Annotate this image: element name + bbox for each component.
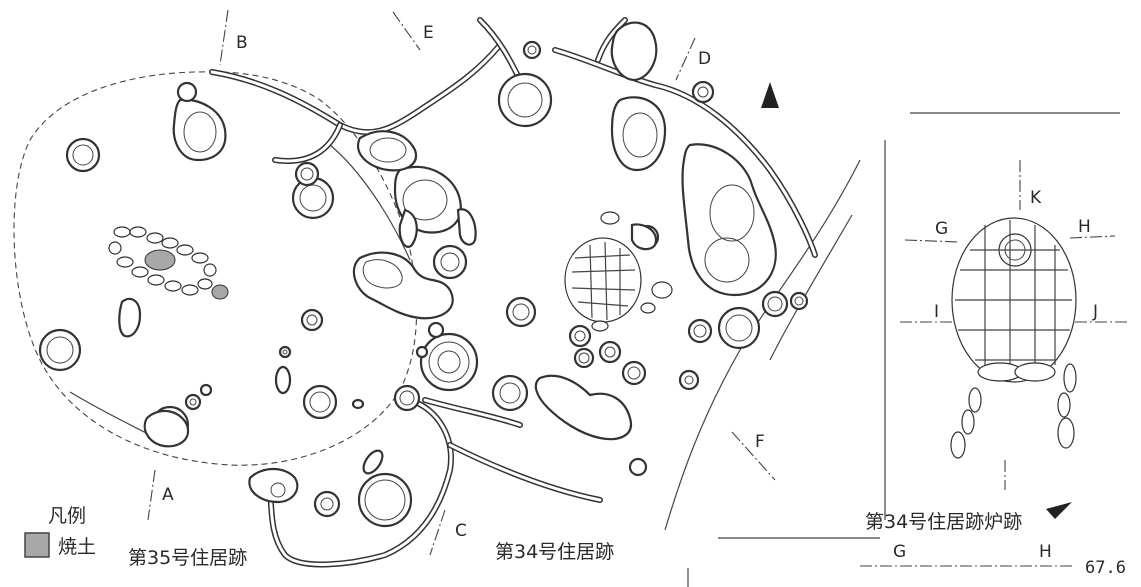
pit bbox=[199, 383, 213, 397]
hearth-detail bbox=[900, 160, 1130, 490]
pit bbox=[621, 360, 647, 386]
label-b: B bbox=[236, 33, 248, 53]
pit bbox=[302, 384, 338, 420]
pit bbox=[278, 345, 292, 359]
section-line-d bbox=[675, 37, 696, 81]
caption-hearth34: 第34号住居跡炉跡 bbox=[865, 511, 1022, 533]
pit bbox=[497, 72, 553, 128]
pit bbox=[351, 398, 365, 410]
pit bbox=[313, 490, 341, 518]
burnt-soil-patch bbox=[211, 284, 229, 300]
pit bbox=[432, 244, 468, 280]
terrace-line-2 bbox=[769, 214, 853, 361]
pit bbox=[628, 457, 648, 477]
ditch-south bbox=[267, 397, 603, 568]
legend-swatch-burnt-soil bbox=[24, 532, 50, 558]
label-h: H bbox=[1078, 217, 1091, 237]
label-k: K bbox=[1030, 188, 1042, 208]
pit bbox=[415, 345, 429, 359]
label-e: E bbox=[423, 23, 434, 43]
house34-hearth-stones bbox=[564, 211, 673, 332]
pit bbox=[427, 321, 445, 339]
pit bbox=[38, 328, 82, 372]
pit bbox=[505, 296, 537, 328]
pit bbox=[357, 472, 413, 528]
legend: 凡例 焼土 bbox=[24, 505, 96, 558]
compound-pits bbox=[118, 21, 777, 504]
terrace-line-1 bbox=[664, 159, 861, 531]
pit bbox=[393, 384, 421, 412]
label-g: G bbox=[935, 219, 948, 239]
section-line-a bbox=[147, 469, 156, 521]
hearth-north-arrow-icon bbox=[1046, 502, 1072, 519]
legend-title: 凡例 bbox=[48, 505, 86, 527]
pit bbox=[522, 40, 542, 60]
house35-hearth bbox=[108, 226, 229, 300]
ditch-northeast bbox=[552, 17, 818, 258]
pit bbox=[573, 347, 595, 369]
label-a: A bbox=[162, 485, 174, 505]
pit bbox=[362, 449, 384, 475]
label-g-section: G bbox=[893, 542, 906, 562]
section-line-c bbox=[429, 509, 446, 556]
section-line-b bbox=[219, 9, 229, 66]
pit bbox=[717, 306, 761, 350]
pit bbox=[568, 324, 592, 348]
legend-item-burnt-soil: 焼土 bbox=[58, 536, 96, 558]
label-j: J bbox=[1092, 302, 1098, 322]
pit bbox=[274, 365, 292, 395]
label-c: C bbox=[455, 521, 467, 541]
pit bbox=[687, 318, 713, 344]
pit bbox=[184, 393, 202, 411]
section-line-f bbox=[731, 431, 776, 481]
pit bbox=[300, 308, 324, 332]
caption-house35: 第35号住居跡 bbox=[128, 547, 247, 569]
label-f: F bbox=[755, 432, 765, 452]
ground-line-2 bbox=[329, 144, 411, 261]
pit bbox=[294, 161, 320, 187]
section-line-e bbox=[392, 11, 421, 51]
pit bbox=[691, 80, 715, 104]
pit bbox=[491, 374, 529, 412]
pit bbox=[761, 290, 789, 318]
elevation-value: 67.6 bbox=[1085, 558, 1126, 578]
label-h-section: H bbox=[1039, 542, 1052, 562]
north-arrow-icon bbox=[761, 82, 779, 108]
label-d: D bbox=[698, 49, 711, 69]
caption-house34: 第34号住居跡 bbox=[495, 541, 614, 563]
pit bbox=[678, 369, 700, 391]
burnt-soil-patch bbox=[144, 249, 176, 271]
label-i: I bbox=[934, 302, 939, 322]
pit bbox=[598, 340, 622, 364]
pit bbox=[419, 332, 479, 392]
pit bbox=[789, 291, 809, 311]
pit bbox=[65, 137, 101, 173]
